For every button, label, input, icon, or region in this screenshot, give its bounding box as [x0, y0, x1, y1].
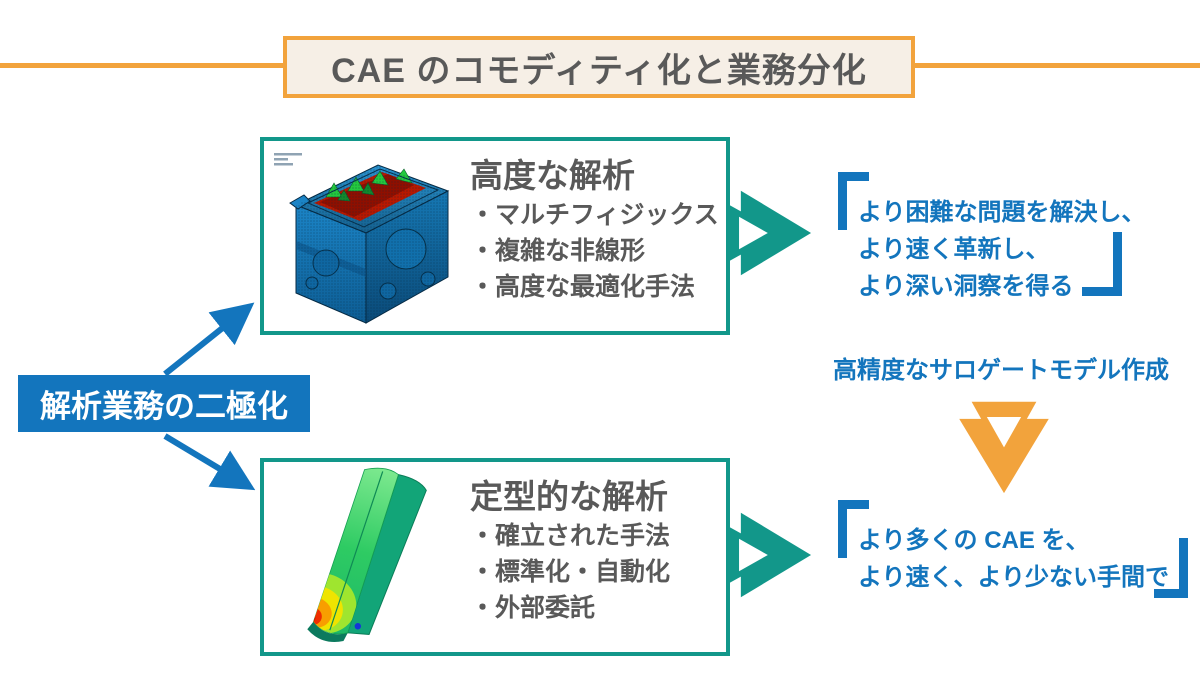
advanced-bullet-2: ・複雑な非線形: [470, 237, 646, 265]
diagonal-arrow-up-icon: [163, 302, 255, 377]
routine-analysis-box: 定型的な解析 ・確立された手法 ・標準化・自動化 ・外部委託: [260, 458, 730, 656]
diagonal-arrow-down-icon: [163, 433, 256, 491]
routine-quote-text: より多くの CAE を、 より速く、より少ない手間で: [858, 522, 1169, 596]
quote-line: より多くの CAE を、: [858, 527, 1090, 554]
close-quote-bracket-icon: [1082, 232, 1122, 296]
simulation-annotation-lines: [274, 153, 302, 166]
routine-analysis-text: 定型的な解析 ・確立された手法 ・標準化・自動化 ・外部委託: [470, 476, 720, 626]
quote-line: より速く、より少ない手間で: [858, 564, 1170, 591]
chevron-right-arrow-icon: [724, 190, 812, 276]
close-quote-bracket-icon: [1154, 538, 1188, 598]
routine-outcome-quote: より多くの CAE を、 より速く、より少ない手間で: [838, 500, 1198, 610]
chevron-right-arrow-icon: [724, 512, 812, 598]
quote-line: より深い洞察を得る: [858, 273, 1074, 300]
engine-block-fea-image: [274, 153, 450, 324]
routine-bullet-3: ・外部委託: [470, 594, 596, 622]
blade-fea-image: [307, 467, 427, 642]
slide-title-box: CAE のコモディティ化と業務分化: [283, 36, 915, 98]
advanced-analysis-text: 高度な解析 ・マルチフィジックス ・複雑な非線形 ・高度な最適化手法: [470, 155, 720, 305]
advanced-quote-text: より困難な問題を解決し、 より速く革新し、 より深い洞察を得る: [858, 194, 1146, 305]
polarization-label-box: 解析業務の二極化: [18, 375, 310, 432]
open-quote-bracket-icon: [838, 500, 869, 558]
routine-analysis-heading: 定型的な解析: [470, 478, 668, 515]
advanced-analysis-box: 高度な解析 ・マルチフィジックス ・複雑な非線形 ・高度な最適化手法: [260, 137, 730, 335]
advanced-bullet-1: ・マルチフィジックス: [470, 201, 719, 229]
open-quote-bracket-icon: [838, 172, 869, 230]
advanced-analysis-heading: 高度な解析: [470, 157, 635, 194]
polarization-label: 解析業務の二極化: [40, 389, 288, 424]
quote-line: より速く革新し、: [858, 236, 1050, 263]
routine-bullet-2: ・標準化・自動化: [470, 558, 671, 586]
routine-bullet-1: ・確立された手法: [470, 522, 671, 550]
chevron-down-arrow-icon: [959, 401, 1049, 494]
advanced-outcome-quote: より困難な問題を解決し、 より速く革新し、 より深い洞察を得る: [838, 172, 1190, 307]
advanced-bullet-3: ・高度な最適化手法: [470, 273, 696, 301]
slide-title: CAE のコモディティ化と業務分化: [331, 51, 867, 90]
surrogate-model-label: 高精度なサロゲートモデル作成: [833, 357, 1169, 384]
quote-line: より困難な問題を解決し、: [858, 199, 1146, 226]
